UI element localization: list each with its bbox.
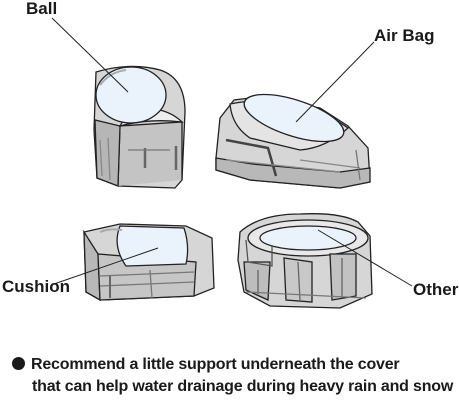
sofa-with-cushion-figure [83,223,215,302]
leader-lines [51,17,413,287]
note-text-1: Recommend a little support underneath th… [31,356,400,373]
filled-circle-bullet-icon [12,357,25,370]
label-other: Other [413,280,459,299]
note-line-1: Recommend a little support underneath th… [12,356,400,374]
note-line-2: that can help water drainage during heav… [32,378,454,395]
label-cushion: Cushion [2,277,70,296]
label-ball: Ball [26,0,58,18]
label-air-bag: Air Bag [374,26,435,45]
lounge-with-airbag-figure [215,93,371,189]
chair-with-ball-figure [93,65,186,189]
dining-set-figure [237,213,373,309]
